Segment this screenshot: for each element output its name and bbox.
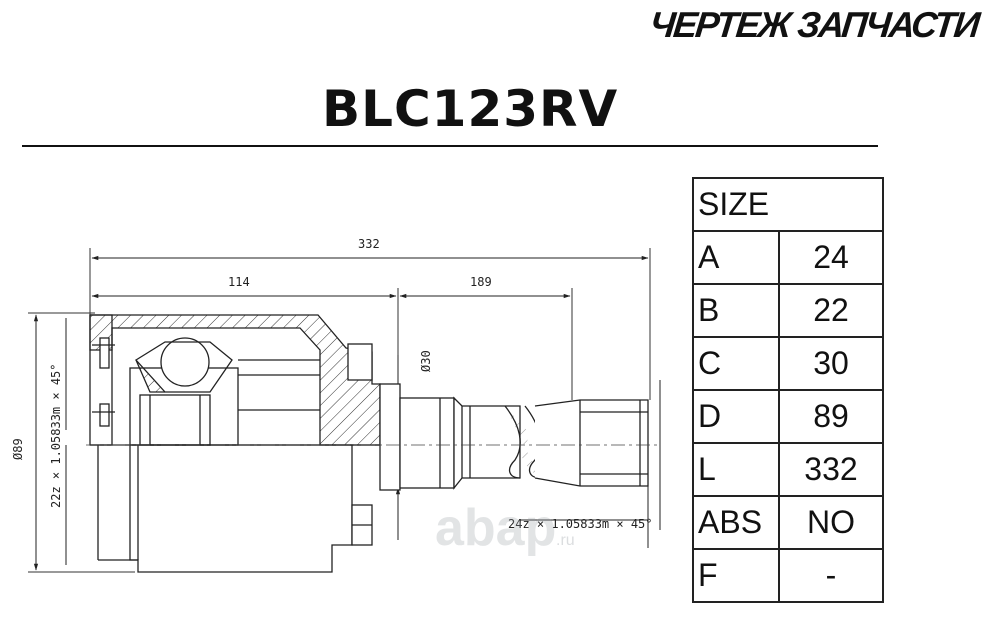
drive-shaft [379,383,649,491]
spline-spec-right: 24z × 1.05833m × 45° [508,517,653,531]
spec-row: F - [692,548,884,603]
spec-row: L 332 [692,442,884,497]
spec-key: B [692,283,780,338]
size-spec-table: SIZE A 24 B 22 C 30 D 89 L 332 ABS NO F … [692,177,884,603]
spec-row: ABS NO [692,495,884,550]
spec-key: C [692,336,780,391]
spec-row: C 30 [692,336,884,391]
spec-value: 89 [778,389,884,444]
part-number-title: BLC123RV [322,80,619,138]
spec-key: F [692,548,780,603]
spec-key: A [692,230,780,285]
spec-value: 30 [778,336,884,391]
dim-overall-length: 332 [358,237,380,251]
spline-spec-left: 22z × 1.05833m × 45° [49,364,63,509]
dim-outer-diameter: Ø89 [11,438,25,460]
spec-row: A 24 [692,230,884,285]
joint-housing [89,314,381,573]
header-divider [22,145,878,147]
spec-value: 24 [778,230,884,285]
spec-value: - [778,548,884,603]
header-brand: ЧЕРТЕЖ ЗАПЧАСТИ [648,4,981,45]
spec-table-header-row: SIZE [692,177,884,232]
dim-left-length: 114 [228,275,250,289]
spec-value: NO [778,495,884,550]
dim-right-length: 189 [470,275,492,289]
spec-key: ABS [692,495,780,550]
spec-row: B 22 [692,283,884,338]
spec-table-title: SIZE [692,177,884,232]
watermark-logo: abap [435,499,556,557]
spec-value: 22 [778,283,884,338]
dimension-lines [33,255,661,571]
spec-key: D [692,389,780,444]
dim-shaft-diameter: Ø30 [419,350,433,372]
spec-key: L [692,442,780,497]
watermark-tld: .ru [556,532,575,549]
spec-row: D 89 [692,389,884,444]
spec-value: 332 [778,442,884,497]
cv-joint-drawing: 332 114 189 Ø30 Ø89 22z × 1.05833m × 45°… [11,237,661,573]
